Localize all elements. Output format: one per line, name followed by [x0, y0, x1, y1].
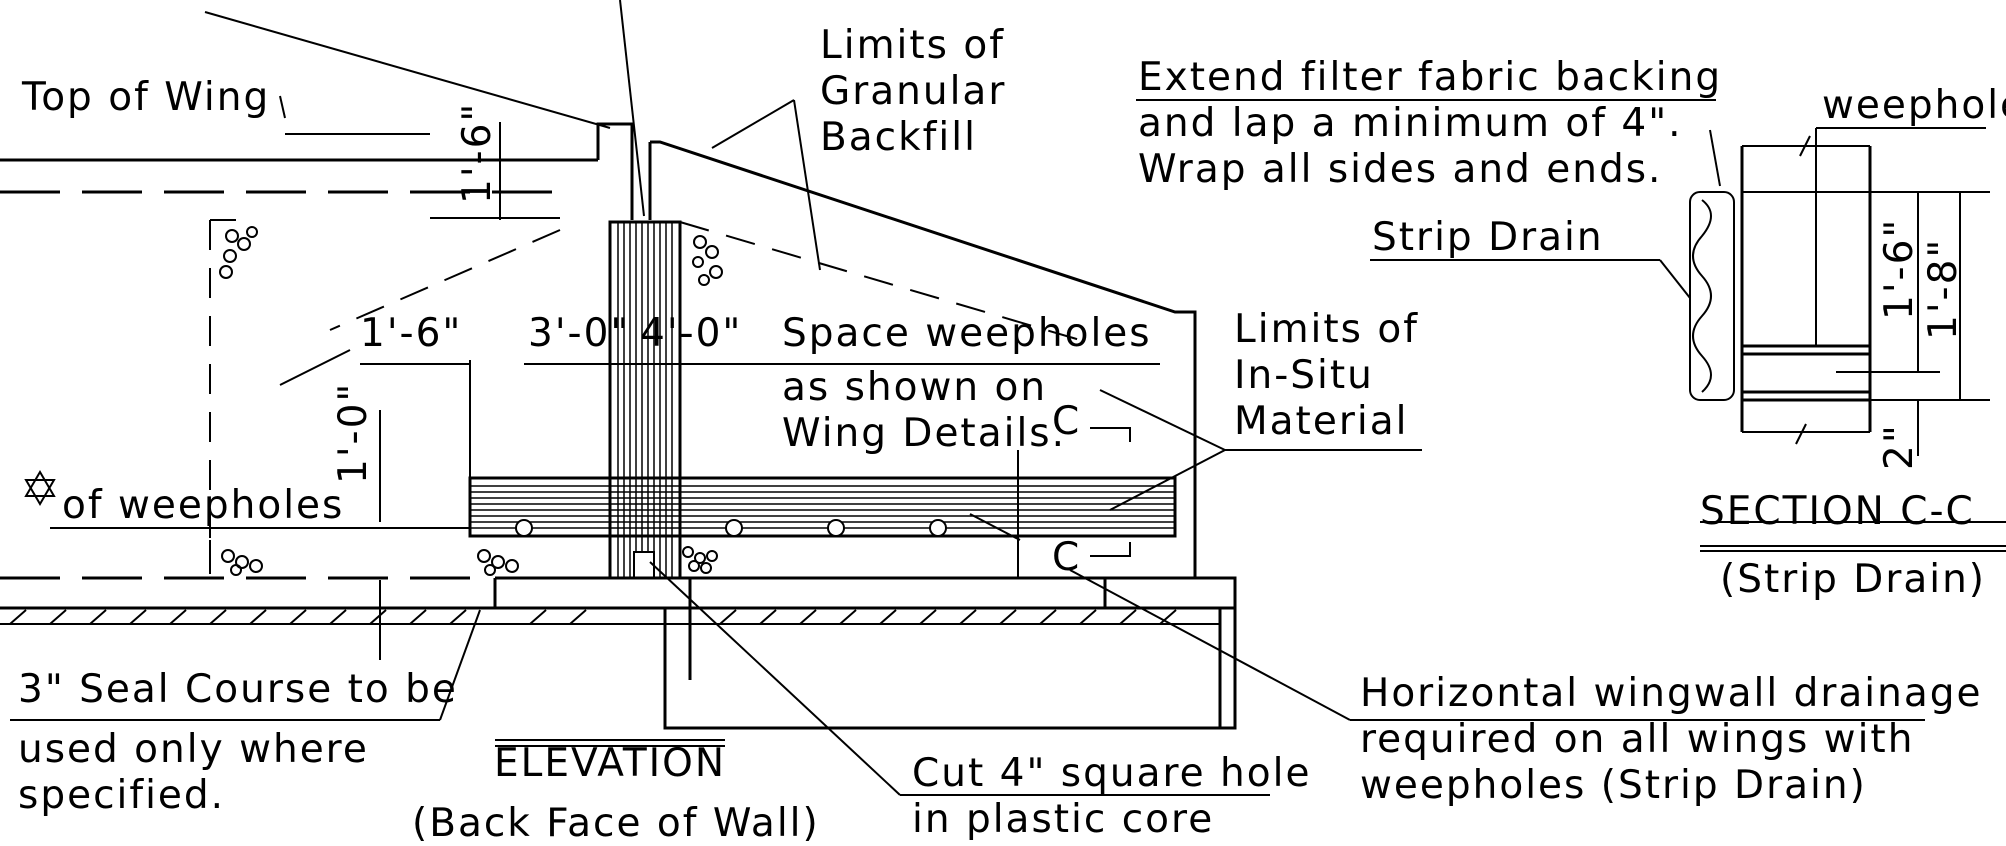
note-filter-fabric-1: Extend filter fabric backing [1138, 55, 1722, 100]
dim-3-0: 3'-0" [528, 311, 630, 356]
dim-section-1-6: 1'-6" [1877, 218, 1922, 320]
section-notes: Extend filter fabric backing and lap a m… [1138, 55, 2006, 602]
elevation-dimensions: 1'-6" 1'-6" 3'-0" 4'-0" 1'-0" [331, 102, 742, 484]
note-limits-in-situ-1: Limits of [1234, 307, 1419, 352]
dim-4-0: 4'-0" [640, 311, 742, 356]
gravel-symbols [219, 226, 723, 576]
dim-section-1-8: 1'-8" [1921, 238, 1966, 340]
note-cut-hole-2: in plastic core [912, 797, 1214, 842]
note-weepholes: weepholes [1822, 83, 2006, 128]
note-limits-granular-2: Granular [820, 69, 1006, 114]
note-seal-course-2: used only where [18, 727, 369, 772]
note-horizontal-drainage-3: weepholes (Strip Drain) [1360, 763, 1867, 808]
note-filter-fabric-2: and lap a minimum of 4". [1138, 101, 1683, 146]
note-seal-course-1: 3" Seal Course to be [18, 667, 458, 712]
elevation-dimension-lines [10, 0, 1925, 796]
note-strip-drain: Strip Drain [1372, 215, 1604, 260]
note-filter-fabric-3: Wrap all sides and ends. [1138, 147, 1662, 192]
section-title: SECTION C-C [1700, 489, 1975, 534]
elevation-geometry [0, 11, 1237, 730]
centerline-symbol [24, 470, 56, 506]
dim-section-2: 2" [1877, 423, 1922, 470]
elevation-notes: Top of Wing Limits of Granular Backfill … [18, 23, 1983, 846]
note-limits-granular-3: Backfill [820, 115, 977, 160]
note-limits-in-situ-3: Material [1234, 399, 1408, 444]
dim-wing-height: 1'-6" [455, 102, 500, 204]
dim-1-6: 1'-6" [360, 311, 462, 356]
note-seal-course-3: specified. [18, 773, 225, 818]
elevation-title: ELEVATION [494, 741, 726, 786]
note-horizontal-drainage-1: Horizontal wingwall drainage [1360, 671, 1983, 716]
note-limits-in-situ-2: In-Situ [1234, 353, 1374, 398]
note-cl-weepholes: of weepholes [62, 483, 344, 528]
section-marker-top: C [1052, 399, 1081, 444]
section-marker-bottom: C [1052, 535, 1081, 580]
dim-1-0: 1'-0" [331, 382, 376, 484]
note-space-weepholes-2: as shown on [782, 365, 1047, 410]
note-cut-hole-1: Cut 4" square hole [912, 751, 1311, 796]
section-c-c-geometry [1136, 99, 2006, 552]
note-space-weepholes-3: Wing Details. [782, 411, 1066, 456]
elevation-subtitle: (Back Face of Wall) [412, 801, 820, 846]
note-space-weepholes-1: Space weepholes [782, 311, 1152, 356]
note-horizontal-drainage-2: required on all wings with [1360, 717, 1914, 762]
note-limits-granular-1: Limits of [820, 23, 1005, 68]
note-top-of-wing: Top of Wing [21, 75, 270, 120]
section-subtitle: (Strip Drain) [1720, 557, 1986, 602]
